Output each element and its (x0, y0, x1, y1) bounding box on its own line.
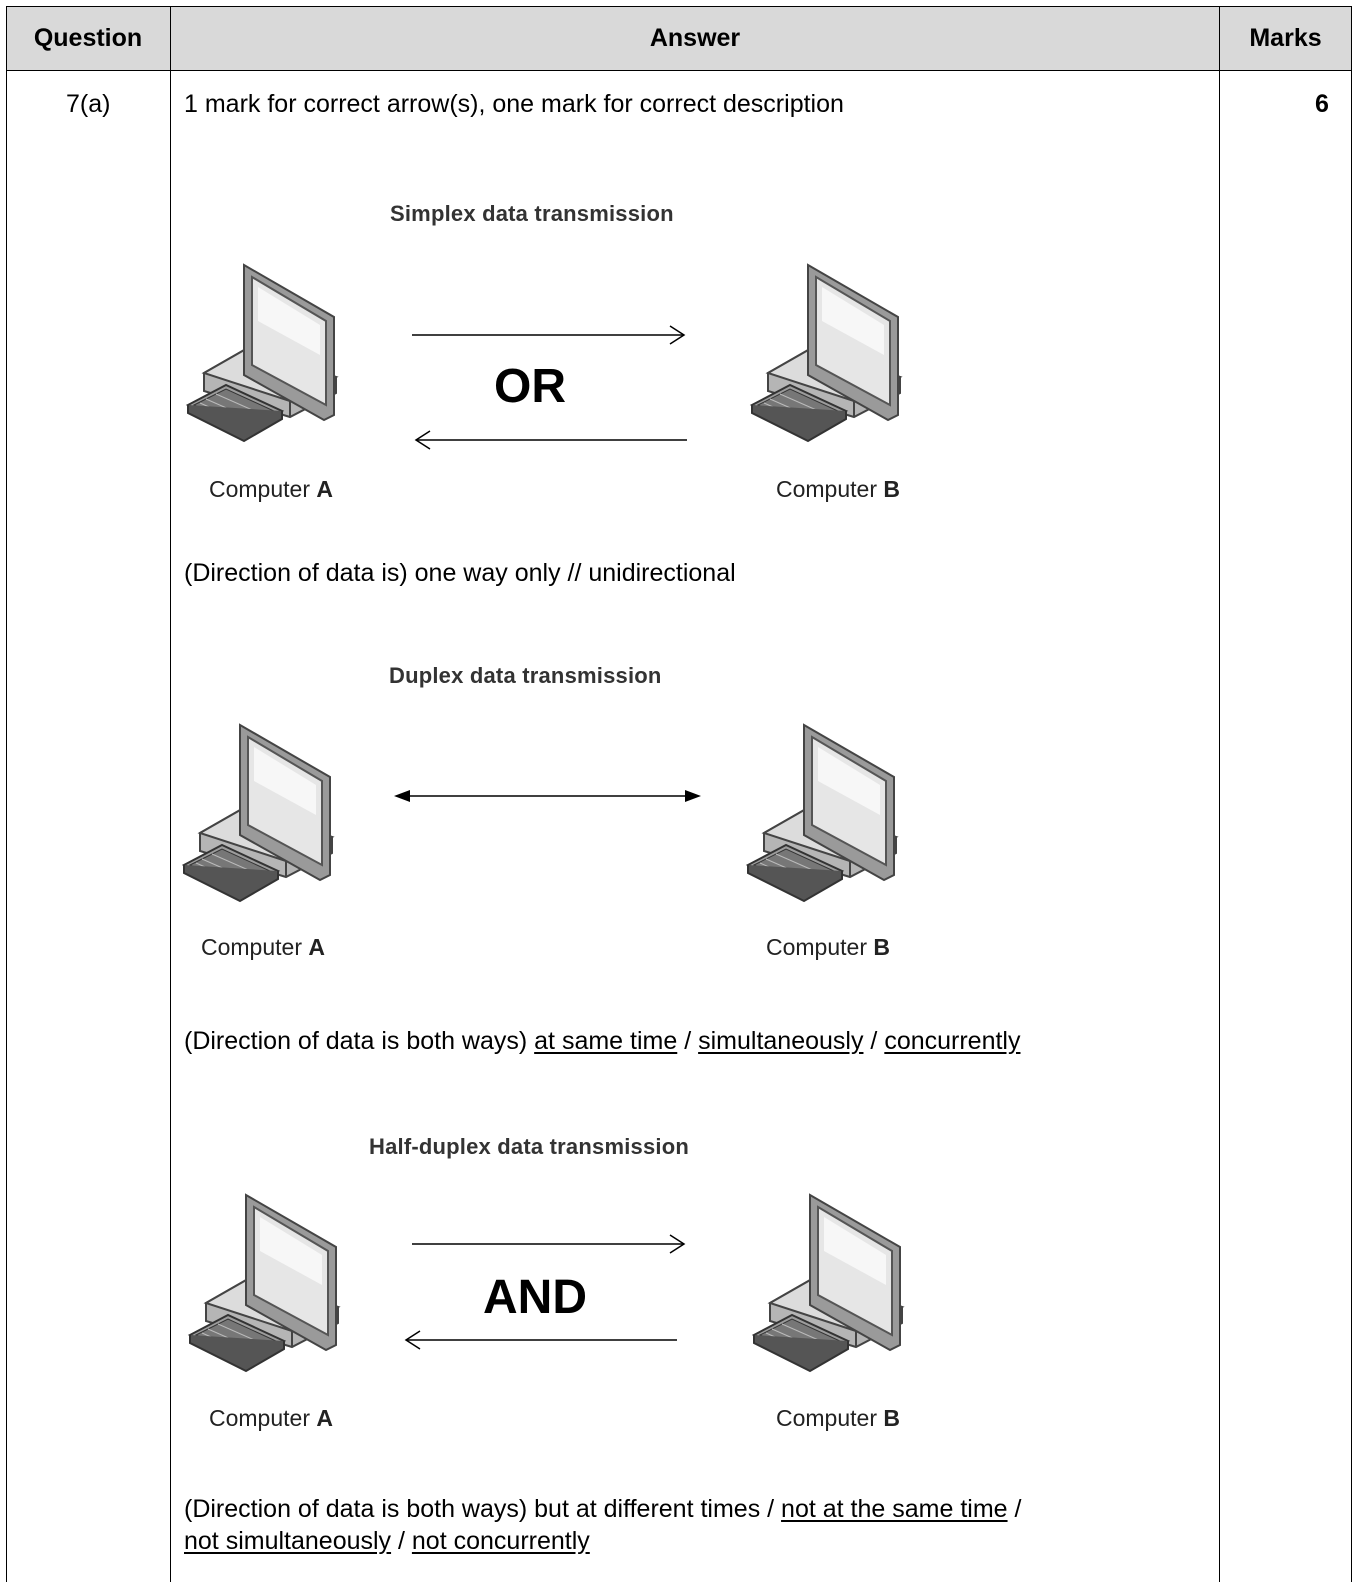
marks-column-header: Marks (1249, 23, 1322, 52)
half-duplex-description-line2: not simultaneously / not concurrently (184, 1527, 590, 1555)
half-duplex-description-line1: (Direction of data is both ways) but at … (184, 1495, 1022, 1523)
column-divider-1 (170, 6, 171, 1582)
duplex-arrow (394, 790, 701, 802)
computer-a-label: Computer A (209, 1405, 333, 1431)
table-left-border (6, 6, 7, 1582)
computer-a-icon (183, 724, 333, 902)
simplex-description: (Direction of data is) one way only // u… (184, 559, 736, 587)
simplex-title: Simplex data transmission (390, 201, 674, 226)
simplex-or-label: OR (494, 360, 566, 413)
simplex-arrows (412, 325, 687, 450)
half-duplex-title: Half-duplex data transmission (369, 1134, 689, 1159)
table-right-border (1351, 6, 1352, 1582)
table-top-border (6, 6, 1352, 7)
computer-b-icon (751, 264, 901, 442)
header-divider (6, 70, 1352, 71)
marks-value: 6 (1315, 90, 1329, 118)
marking-instruction: 1 mark for correct arrow(s), one mark fo… (184, 90, 844, 118)
column-divider-2 (1219, 6, 1220, 1582)
answer-column-header: Answer (649, 23, 741, 52)
computer-b-label: Computer B (776, 1405, 900, 1431)
computer-b-icon (747, 724, 897, 902)
half-duplex-and-label: AND (483, 1271, 587, 1324)
computer-a-icon (189, 1194, 339, 1372)
computer-a-icon (187, 264, 337, 442)
duplex-title: Duplex data transmission (389, 663, 662, 688)
table-header-background (6, 6, 1351, 70)
duplex-description: (Direction of data is both ways) at same… (184, 1027, 1021, 1055)
computer-a-label: Computer A (201, 934, 325, 960)
computer-b-label: Computer B (776, 476, 900, 502)
computer-a-label: Computer A (209, 476, 333, 502)
question-column-header: Question (33, 23, 143, 52)
computer-b-icon (753, 1194, 903, 1372)
computer-b-label: Computer B (766, 934, 890, 960)
question-number: 7(a) (66, 90, 111, 118)
half-duplex-arrows (404, 1234, 686, 1350)
